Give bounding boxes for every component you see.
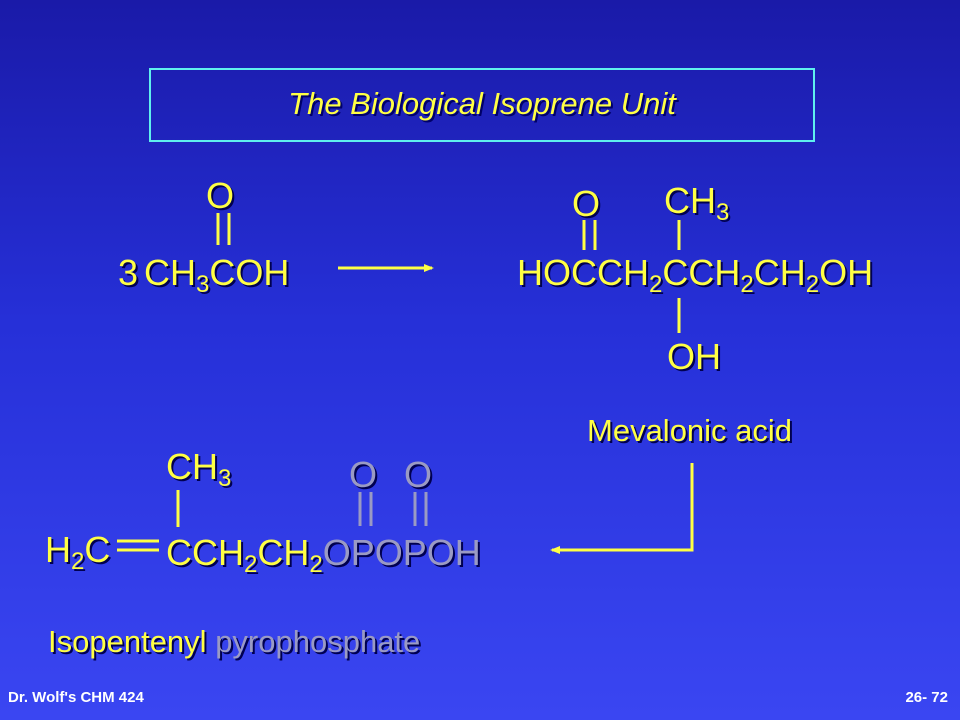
mevalonic-carbonyl-oxygen: O [572, 183, 601, 224]
title-box: The Biological Isoprene Unit [149, 68, 815, 142]
footer-slide-number: 26- 72 [905, 689, 948, 706]
ipp-chain-formula: CCH2CH2OPOPOH [166, 532, 481, 578]
conversion-arrow [550, 463, 694, 554]
mevalonic-acid-label: Mevalonic acid [587, 413, 793, 448]
acetic-coefficient: 3 [118, 252, 139, 293]
ipp-label: Isopentenyl pyrophosphate [48, 624, 421, 659]
ipp-h2c-group: H2C [45, 529, 111, 575]
acetic-acid-formula: CH3COH [144, 252, 290, 298]
mevalonic-hydroxyl-group: OH [667, 336, 721, 377]
ipp-phosphate-oxygen-2: O [404, 454, 433, 495]
slide-title: The Biological Isoprene Unit [288, 86, 676, 121]
acetic-carbonyl-oxygen: O [206, 175, 235, 216]
ipp-pyrophosphate-group: OPOPOH [322, 532, 481, 573]
ipp-phosphate-oxygen-1: O [349, 454, 378, 495]
mevalonic-acid-formula: HOCCH2CCH2CH2OH [517, 252, 874, 298]
ipp-methyl-group: CH3 [166, 446, 232, 492]
mevalonic-methyl-group: CH3 [664, 180, 730, 226]
footer-course: Dr. Wolf's CHM 424 [8, 689, 144, 706]
